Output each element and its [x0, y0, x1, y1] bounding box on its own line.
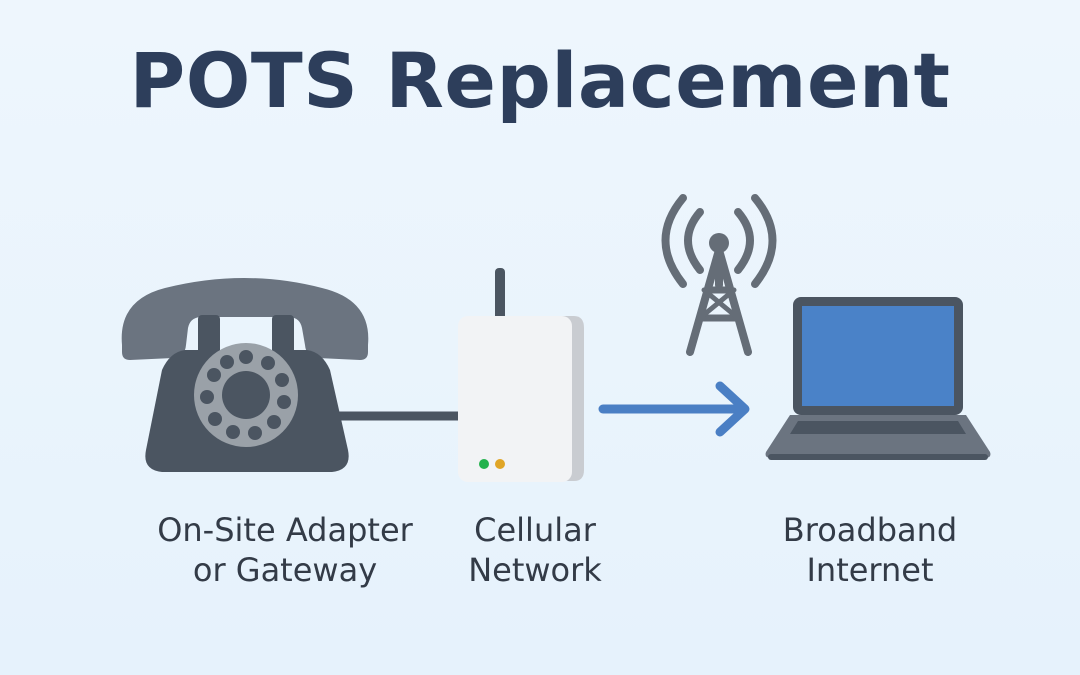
telephone-icon — [121, 278, 369, 472]
cell-tower-icon — [661, 194, 777, 356]
label-cellular: Cellular Network — [440, 510, 630, 590]
label-adapter-line2: or Gateway — [192, 551, 378, 589]
status-led-green — [479, 459, 489, 469]
label-cellular-line2: Network — [468, 551, 602, 589]
label-broadband: Broadband Internet — [740, 510, 1000, 590]
label-broadband-line2: Internet — [806, 551, 934, 589]
diagram-title: POTS Replacement — [129, 36, 951, 125]
label-cellular-line1: Cellular — [474, 511, 596, 549]
laptop-icon — [765, 297, 991, 460]
label-adapter: On-Site Adapter or Gateway — [120, 510, 450, 590]
arrow-right-icon — [598, 381, 750, 437]
label-broadband-line1: Broadband — [782, 511, 958, 549]
label-adapter-line1: On-Site Adapter — [157, 511, 413, 549]
status-led-amber — [495, 459, 505, 469]
gateway-router-icon — [458, 268, 584, 482]
